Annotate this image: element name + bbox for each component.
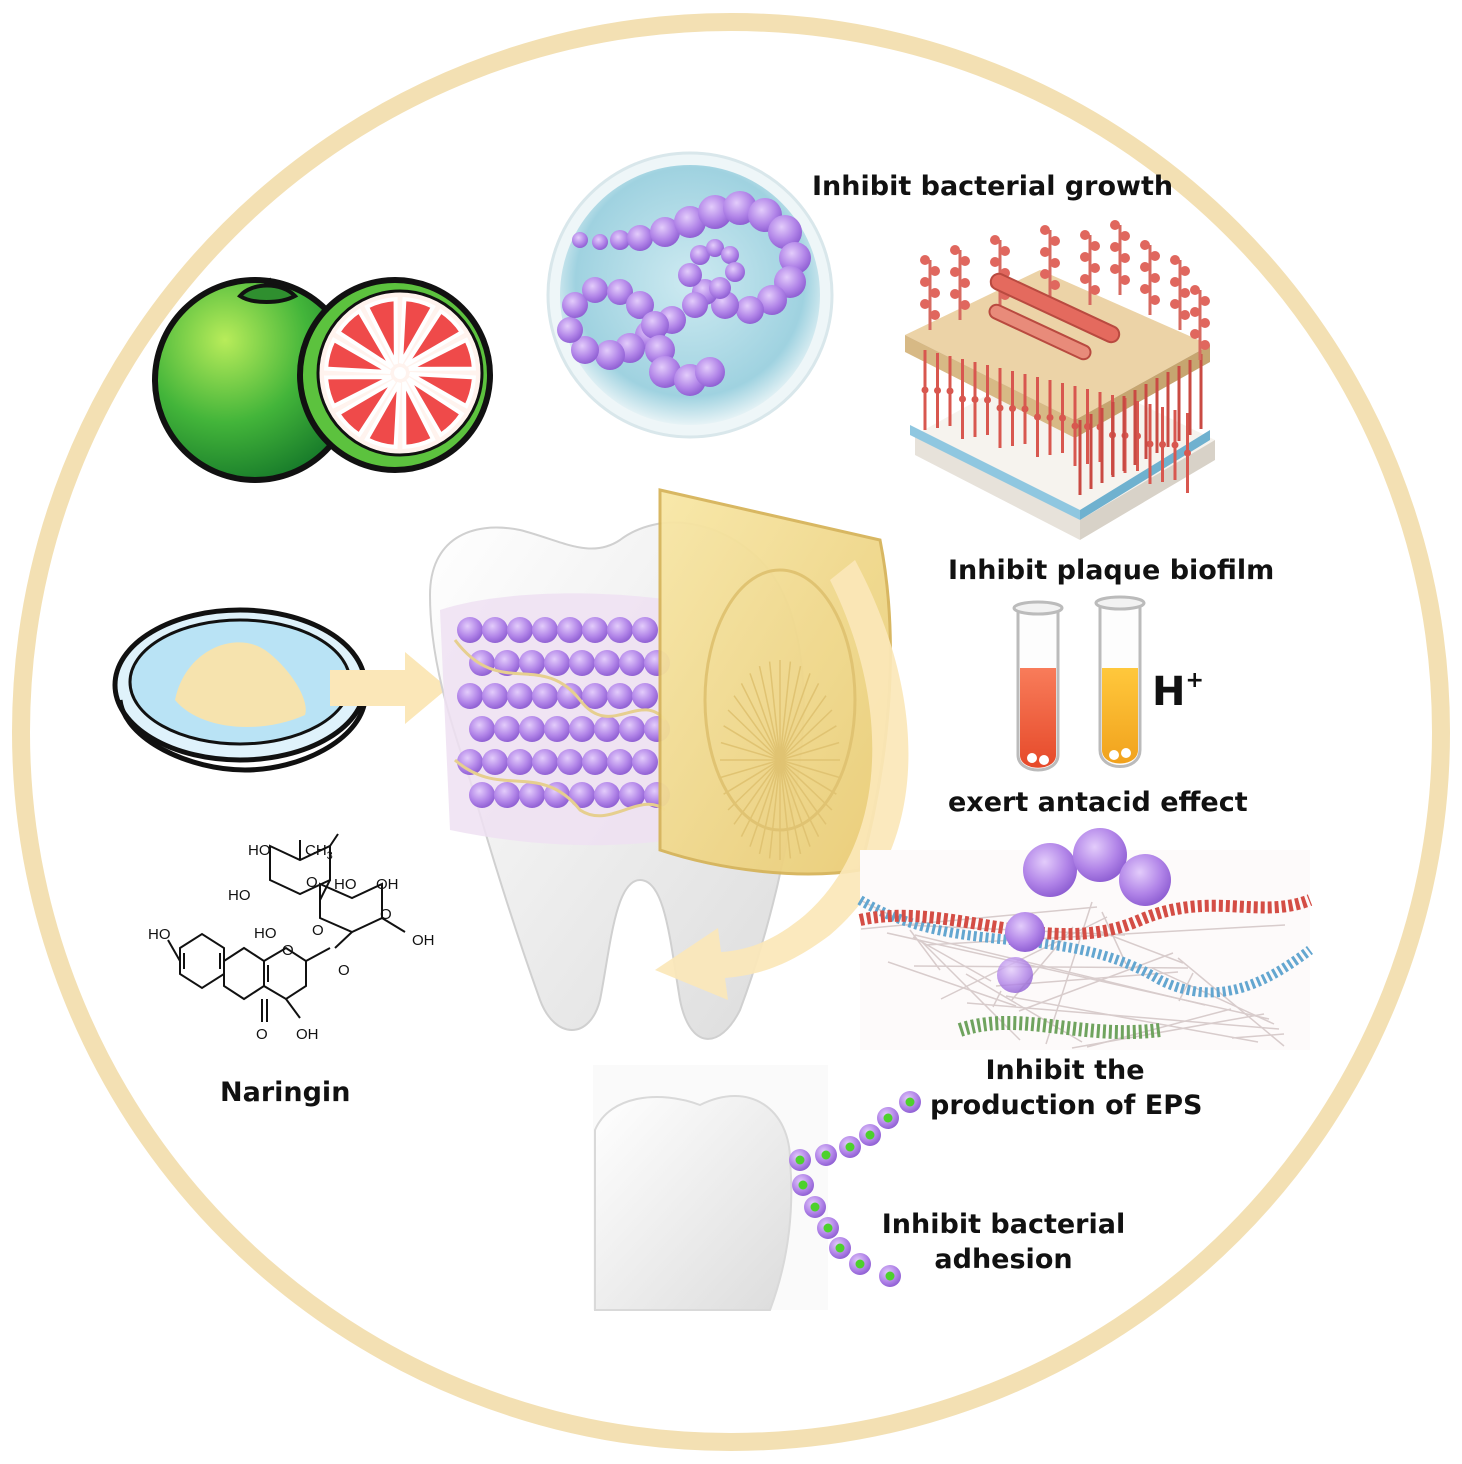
chem-ch3-text: CH [305,842,327,859]
biofilm-block-icon [905,220,1215,540]
chem-o-6: O [380,906,392,923]
h-plus-base: H [1152,669,1186,715]
outer-ring [12,13,1450,1451]
label-inhibit-adhesion: Inhibit bacterial adhesion [876,1208,1131,1277]
tooth-icon [428,488,892,1040]
test-tube-icon [1012,595,1146,772]
chem-ch3: CH3 [305,842,333,862]
h-plus-sup: + [1185,668,1204,693]
chem-o-5: O [256,1026,268,1043]
label-exert-antacid-effect: exert antacid effect [948,787,1248,818]
pomelo-icon [152,277,493,483]
label-inhibit-eps: Inhibit the production of EPS [930,1054,1203,1123]
eps-line-1: Inhibit the [985,1055,1145,1086]
label-inhibit-bacterial-growth: Inhibit bacterial growth [812,171,1174,202]
label-naringin: Naringin [220,1077,351,1108]
chem-ho-5: HO [148,926,171,943]
powder-dish-icon [112,607,368,773]
chem-ho-1: HO [248,842,271,859]
chem-ho-4: HO [334,876,357,893]
chem-ch3-sub: 3 [326,850,333,862]
petri-dish-icon [546,151,834,439]
label-h-plus: H+ [1152,668,1204,715]
chem-ho-2: HO [228,887,251,904]
chem-o-4: O [338,962,350,979]
chem-oh-2: OH [412,932,435,949]
chem-o-3: O [282,942,294,959]
eps-line-2: production of EPS [930,1089,1203,1121]
tooth-adhesion-icon [593,1065,921,1311]
arrow-to-tooth [330,652,448,724]
naringin-structure [167,833,406,1022]
adhesion-line-2: adhesion [934,1243,1073,1275]
chem-o-2: O [312,922,324,939]
curved-arrow [655,560,909,1000]
chem-o-1: O [306,874,318,891]
chem-oh-3: OH [296,1026,319,1043]
adhesion-line-1: Inhibit bacterial [881,1209,1126,1240]
eps-network-icon [857,828,1313,1050]
chem-oh-1: OH [376,876,399,893]
label-inhibit-plaque-biofilm: Inhibit plaque biofilm [948,555,1275,586]
chem-ho-3: HO [254,925,277,942]
